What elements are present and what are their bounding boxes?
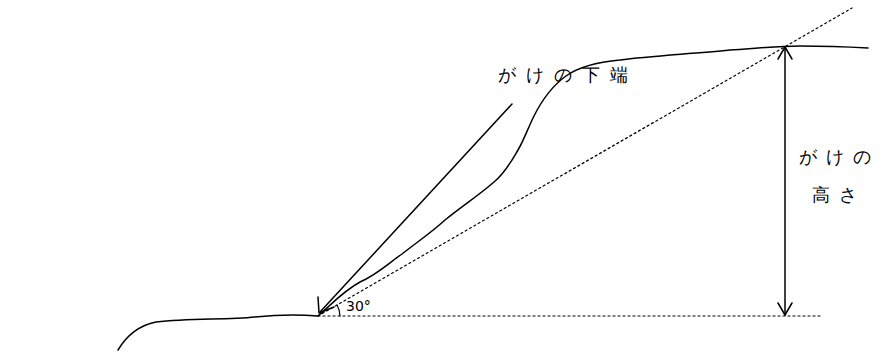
height-dimension-arrow [778,47,792,315]
ground-profile [118,46,868,350]
cliff-toe-label: がけの下端 [498,64,638,86]
angle-label: 30° [346,298,371,315]
slope-reference-line [318,8,852,316]
angle-arc [337,305,340,316]
cliff-height-label: がけの高さ [797,138,881,214]
base-reference-line [318,315,822,316]
toe-leader-arrow [318,104,512,313]
